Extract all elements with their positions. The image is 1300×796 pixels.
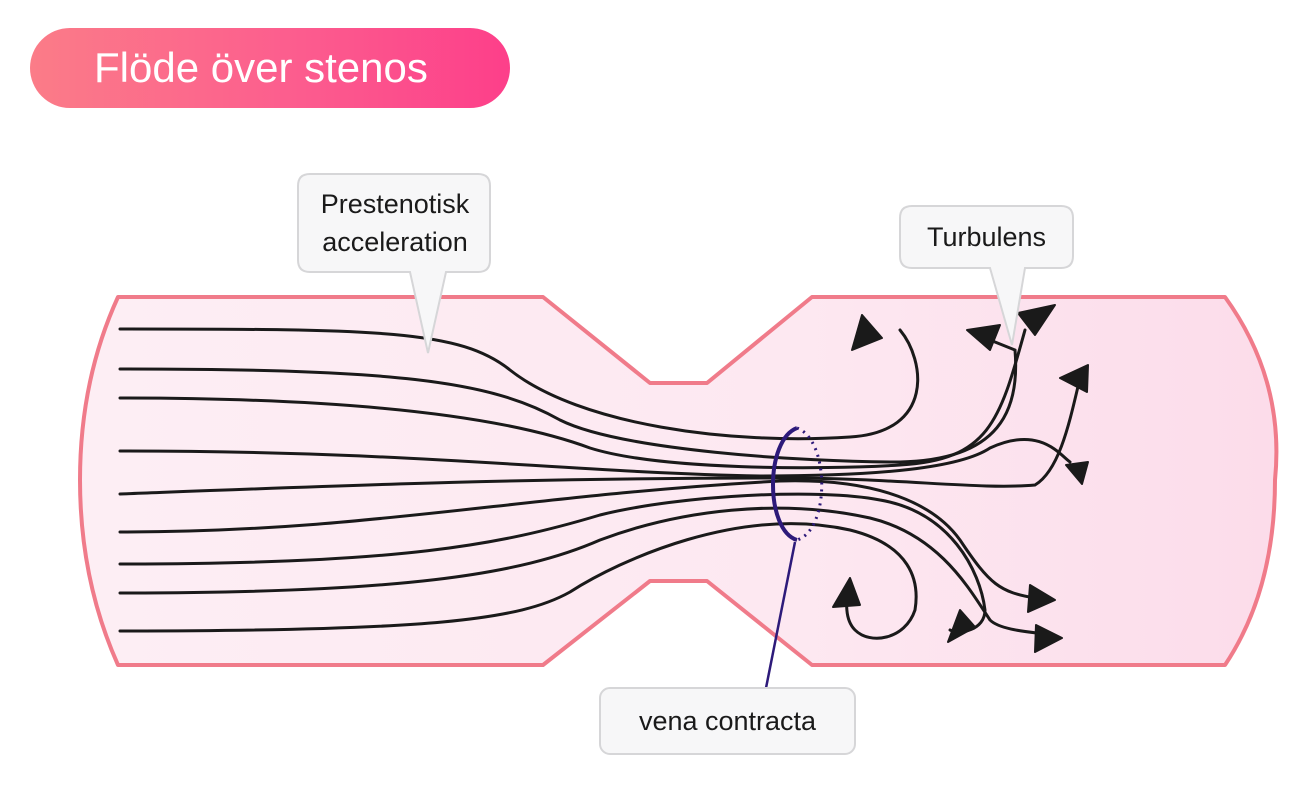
flow-streamlines: [118, 327, 1082, 640]
streamline: [118, 327, 920, 441]
streamline: [118, 506, 1047, 636]
arrowhead: [1034, 624, 1063, 653]
callout-vena-contracta-bubble: [599, 687, 856, 755]
label-prestenotic-acceleration: Prestenotisk acceleration: [320, 189, 470, 257]
arrowhead: [1059, 364, 1089, 393]
arrowhead: [1027, 584, 1056, 613]
streamline: [118, 479, 1037, 600]
arrowhead: [1017, 304, 1056, 336]
vena-contracta-pointer: [764, 541, 797, 689]
vena-contracta-ellipse-front: [771, 426, 798, 542]
streamline: [118, 336, 1018, 464]
arrowhead: [966, 324, 1001, 351]
streamline: [118, 492, 987, 634]
vessel-wall: [78, 295, 1279, 667]
page-title: Flöde över stenos: [30, 28, 510, 108]
vena-contracta-marker: [764, 426, 824, 689]
arrowhead: [947, 609, 976, 643]
arrowhead: [1065, 461, 1089, 485]
streamline: [118, 328, 1027, 470]
streamline: [118, 376, 1082, 496]
arrowhead: [851, 314, 883, 351]
label-vena-contracta: vena contracta: [638, 706, 817, 736]
label-turbulence: Turbulens: [926, 222, 1047, 252]
callout-prestenotic-bubble: [297, 173, 491, 354]
flow-arrowheads: [832, 304, 1089, 653]
streamline: [118, 437, 1072, 478]
streamline: [118, 522, 918, 640]
arrowhead: [832, 577, 861, 608]
callout-turbulence-bubble: [899, 205, 1074, 346]
